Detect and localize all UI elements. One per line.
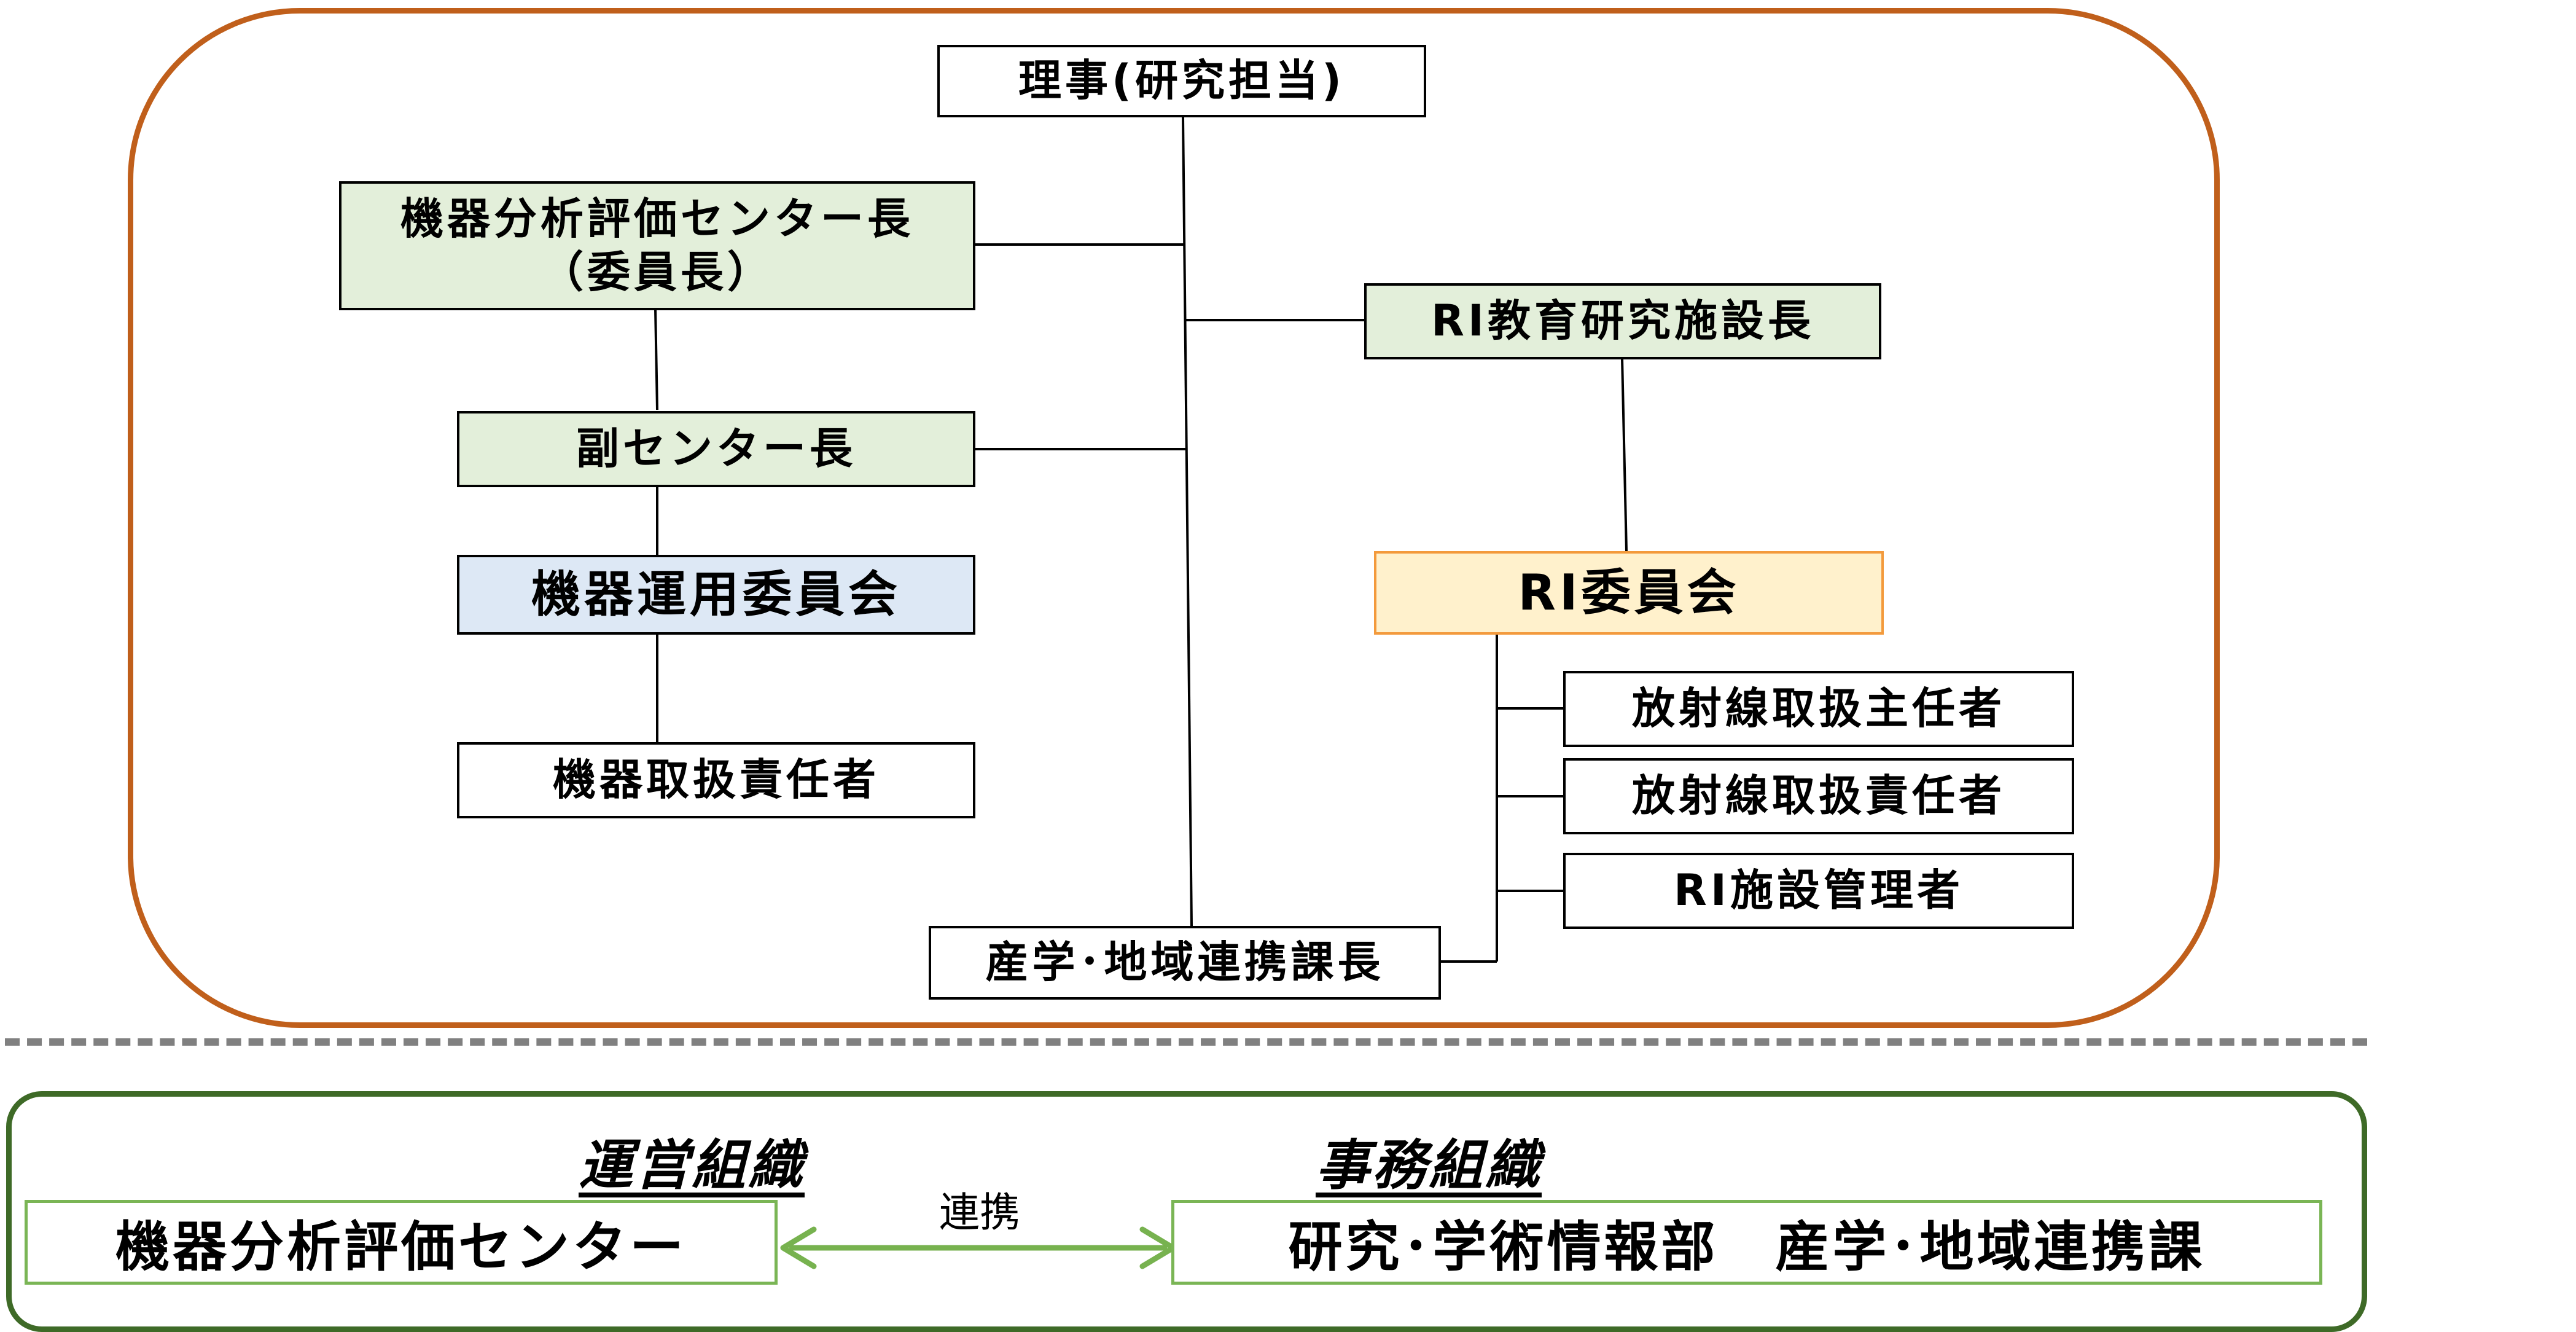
director-node: 理事(研究担当) xyxy=(937,45,1426,117)
cooperation-label: 連携 xyxy=(939,1189,1020,1236)
admin-org-title: 事務組織 xyxy=(1315,1134,1542,1197)
radiation-manager-node: 放射線取扱責任者 xyxy=(1563,758,2074,834)
ri-head-node: RI教育研究施設長 xyxy=(1364,283,1881,359)
link-center-vice xyxy=(654,308,658,410)
operation-org-box: 機器分析評価センター xyxy=(25,1200,778,1285)
link-ri-head-committee xyxy=(1621,358,1628,552)
ri-facility-manager-node: RI施設管理者 xyxy=(1563,853,2074,929)
ri-committee-node: RI委員会 xyxy=(1374,551,1884,635)
equipment-manager-node: 機器取扱責任者 xyxy=(457,742,975,818)
center-head-node: 機器分析評価センター長 （委員長） xyxy=(339,181,975,310)
admin-org-box: 研究･学術情報部 産学･地域連携課 xyxy=(1171,1200,2322,1285)
trunk-line xyxy=(1182,116,1193,927)
vice-head-node: 副センター長 xyxy=(457,411,975,487)
section-divider xyxy=(5,1038,2367,1046)
radiation-chief-node: 放射線取扱主任者 xyxy=(1563,671,2074,747)
management-frame xyxy=(128,8,2220,1028)
industry-chief-node: 産学･地域連携課長 xyxy=(929,926,1441,1000)
equipment-committee-node: 機器運用委員会 xyxy=(457,555,975,635)
operation-org-title: 運営組織 xyxy=(578,1134,805,1197)
